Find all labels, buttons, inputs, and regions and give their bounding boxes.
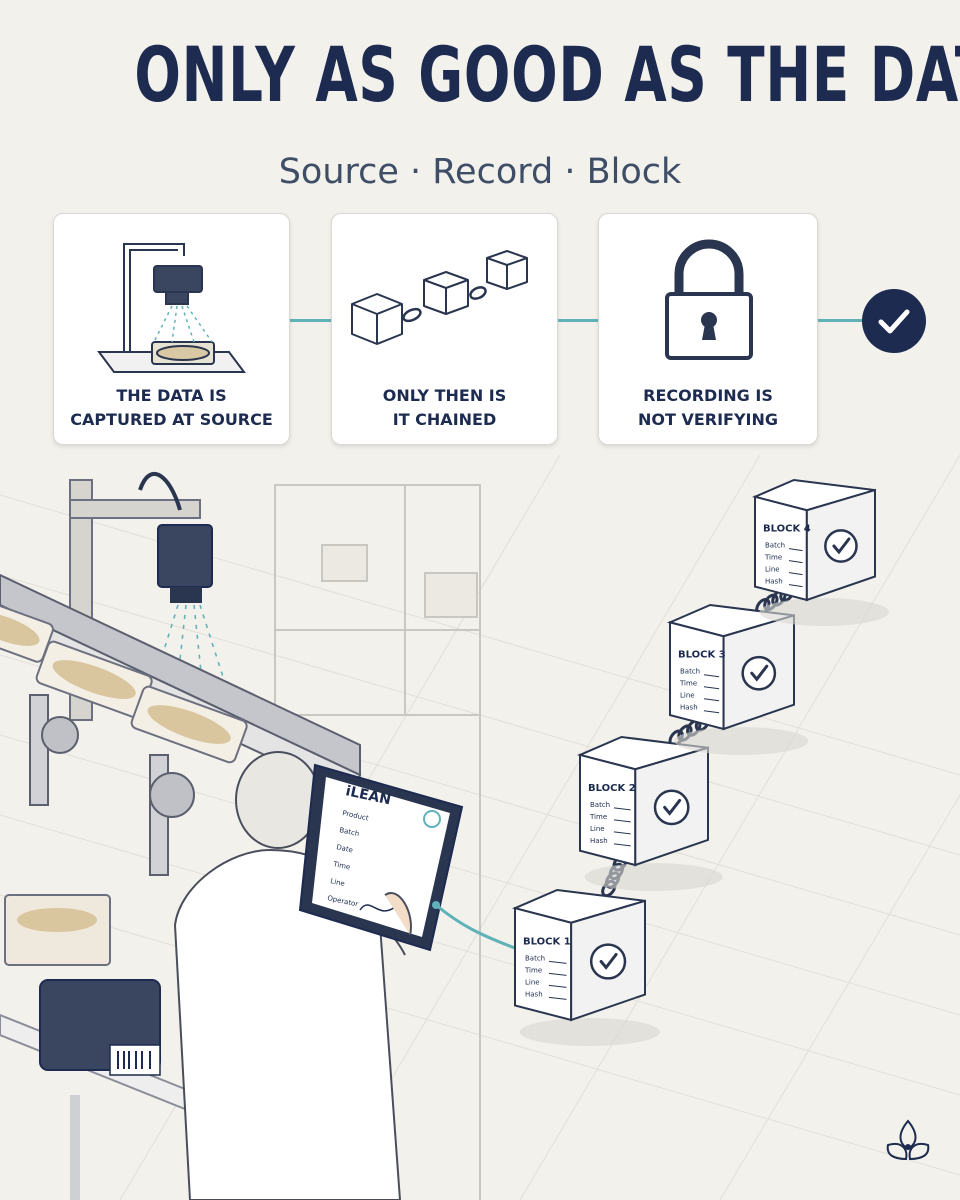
operator — [173, 751, 406, 1200]
block-field: Time — [524, 966, 542, 974]
block-field-line — [613, 819, 631, 823]
padlock-icon — [665, 239, 753, 360]
block-shadow — [584, 863, 723, 891]
chained-blocks-icon — [351, 250, 528, 345]
step-card-capture: THE DATA IS CAPTURED AT SOURCE — [53, 213, 290, 445]
block-check-icon — [741, 655, 777, 691]
block-shadow — [519, 1018, 661, 1046]
tablet: iLEAN Product Batch Date Time Line Opera… — [298, 763, 464, 952]
block-field-line — [703, 698, 720, 702]
block-title: BLOCK 1 — [523, 936, 571, 947]
block-field: Line — [765, 566, 780, 574]
block-front-face — [514, 906, 573, 1022]
factory-scene: iLEAN Product Batch Date Time Line Opera… — [0, 455, 960, 1200]
block-field: Hash — [765, 578, 783, 586]
data-link — [435, 903, 521, 952]
workbench — [0, 894, 201, 1200]
step-label-chain: ONLY THEN IS IT CHAINED — [382, 386, 507, 429]
block-field: Line — [680, 692, 695, 700]
block-field-line — [788, 548, 803, 552]
block-field: Batch — [680, 668, 700, 676]
block-field-line — [703, 710, 720, 714]
step-connector — [290, 319, 331, 322]
block-field: Batch — [765, 542, 785, 550]
checkmark-icon — [862, 289, 926, 353]
block-field-line — [788, 560, 803, 564]
page-title: ONLY AS GOOD AS THE DATA — [134, 30, 960, 119]
production-camera — [69, 472, 213, 721]
block-field-line — [613, 843, 631, 847]
block-field: Hash — [525, 990, 543, 998]
block-field-line — [613, 807, 631, 811]
tablet-field: Date — [336, 843, 354, 854]
flower-logo-icon — [886, 1119, 930, 1161]
step-connector — [558, 319, 598, 322]
block-field: Line — [525, 978, 540, 986]
block-front-face — [579, 753, 637, 867]
tablet-check-icon — [423, 810, 441, 828]
block-field-line — [548, 996, 567, 1000]
block-check-mark — [750, 664, 769, 682]
block-field: Time — [764, 554, 782, 562]
block-field: Hash — [680, 704, 698, 712]
block-check-icon — [653, 789, 690, 826]
camera-scanner-icon — [97, 243, 246, 373]
step-label-verify: RECORDING IS NOT VERIFYING — [637, 386, 779, 429]
step-card-verify: RECORDING IS NOT VERIFYING — [598, 213, 818, 445]
step-label-capture: THE DATA IS CAPTURED AT SOURCE — [70, 386, 273, 429]
block-field-line — [548, 960, 567, 964]
block-field: Time — [589, 813, 607, 821]
block-field-line — [548, 972, 567, 976]
block-field-line — [788, 572, 803, 576]
step-card-chain: ONLY THEN IS IT CHAINED — [331, 213, 558, 445]
data-link-node — [432, 901, 440, 909]
signature — [359, 904, 396, 912]
block-field-line — [548, 984, 567, 988]
block-field: Batch — [590, 801, 610, 809]
block-field: Hash — [590, 837, 608, 845]
block-field-line — [613, 831, 631, 835]
block-check-mark — [663, 798, 682, 816]
tablet-field: Time — [332, 860, 351, 872]
tablet-field: Line — [330, 877, 346, 888]
back-window — [274, 484, 481, 1200]
block-field-line — [788, 584, 803, 588]
block-check-icon — [589, 943, 627, 980]
block-field: Batch — [525, 954, 545, 962]
page-subtitle: Source · Record · Block — [278, 152, 682, 192]
operator-hand — [384, 892, 412, 936]
block-shadow — [759, 598, 889, 626]
block-check-mark — [599, 953, 618, 970]
block-shadow — [674, 727, 809, 755]
block-field: Line — [590, 825, 605, 833]
block-check-mark — [832, 537, 851, 555]
block-title: BLOCK 3 — [678, 650, 726, 661]
block-title: BLOCK 4 — [763, 524, 811, 535]
block-field-line — [703, 686, 720, 690]
block-title: BLOCK 2 — [588, 783, 636, 794]
block-field-line — [703, 674, 720, 678]
block-check-icon — [824, 529, 858, 563]
step-connector — [818, 319, 862, 322]
block-field: Time — [679, 680, 697, 688]
food-trays — [0, 595, 248, 764]
